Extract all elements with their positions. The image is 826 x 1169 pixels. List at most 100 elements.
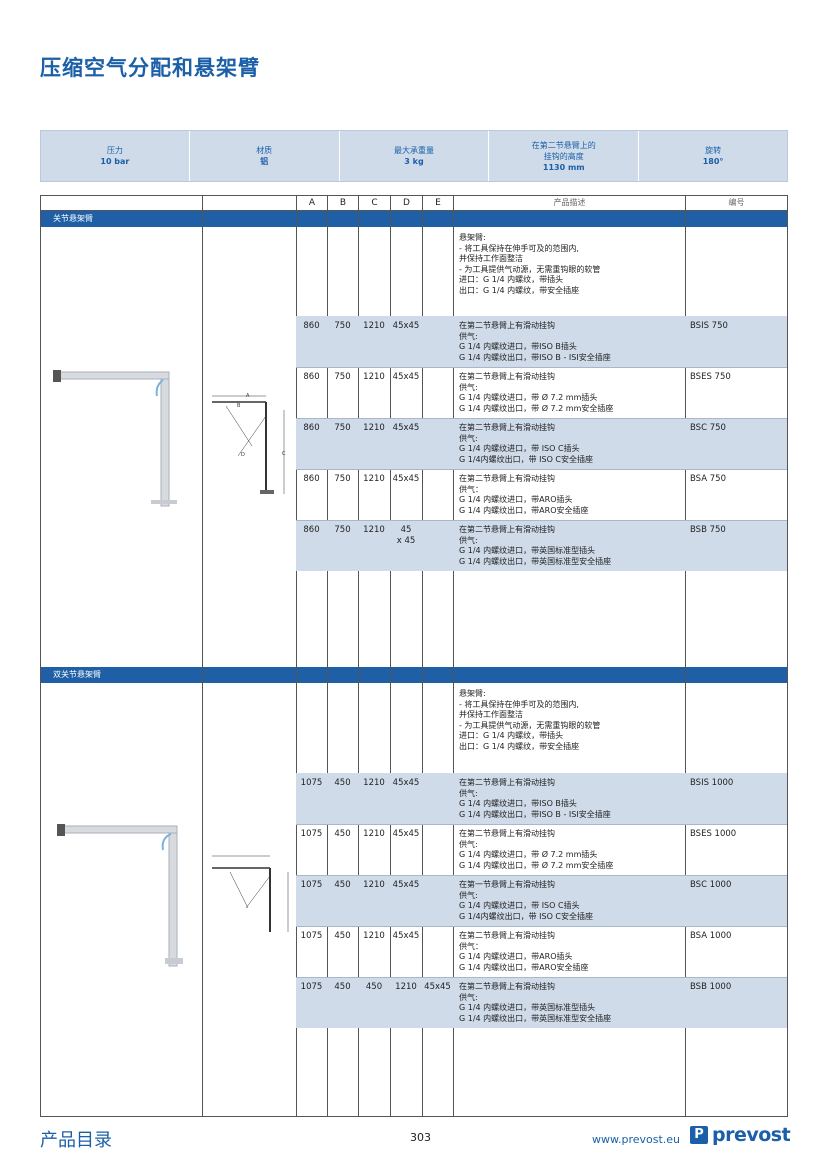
cell-a: 860 xyxy=(303,372,320,382)
cell-d: 45x45 xyxy=(392,321,420,331)
spec-max-load: 最大承重量 3 kg xyxy=(340,131,490,181)
cell-c: 1210 xyxy=(363,525,385,535)
cell-c: 1210 xyxy=(363,321,385,331)
product-code: BSES 1000 xyxy=(690,829,737,839)
column-divider xyxy=(685,211,686,1117)
cell-a: 1075 xyxy=(300,778,323,788)
cell-b: 750 xyxy=(334,525,351,535)
row-shade xyxy=(296,977,787,1028)
cell-a: 1075 xyxy=(300,829,323,839)
product-code: BSIS 750 xyxy=(690,321,728,331)
spec-hook-height: 在第二节悬臂上的 挂钩的高度 1130 mm xyxy=(489,131,640,181)
column-code: 编号 xyxy=(685,196,787,210)
cell-c: 1210 xyxy=(363,931,385,941)
cell-b: 450 xyxy=(334,880,351,890)
cell-a: 860 xyxy=(303,474,320,484)
column-b: B xyxy=(327,196,358,210)
column-c: C xyxy=(358,196,390,210)
column-a: A xyxy=(296,196,327,210)
row-separator xyxy=(296,977,787,978)
cell-a: 860 xyxy=(303,423,320,433)
product-code: BSA 750 xyxy=(690,474,726,484)
column-divider xyxy=(453,211,454,1117)
website-link[interactable]: www.prevost.eu xyxy=(592,1133,681,1146)
cell-a: 1075 xyxy=(300,982,323,992)
section-title: 双关节悬架臂 xyxy=(41,667,787,683)
general-description: 悬架臂:- 将工具保持在伸手可及的范围内,并保持工作面整洁- 为工具提供气动源，… xyxy=(459,689,601,751)
column-divider xyxy=(327,211,328,1117)
cell-d: 45x45 xyxy=(392,778,420,788)
cell-b: 750 xyxy=(334,321,351,331)
column-divider xyxy=(296,211,297,1117)
column-divider xyxy=(358,211,359,1117)
product-code: BSES 750 xyxy=(690,372,731,382)
column-description: 产品描述 xyxy=(453,196,685,210)
column-divider xyxy=(390,211,391,1117)
row-separator xyxy=(296,520,787,521)
cell-a: 860 xyxy=(303,321,320,331)
column-e: E xyxy=(422,196,453,210)
product-code: BSC 750 xyxy=(690,423,726,433)
cell-b: 750 xyxy=(334,423,351,433)
articulated-arm-diagram xyxy=(212,395,285,494)
cell-b: 450 xyxy=(334,982,351,992)
row-separator xyxy=(296,824,787,825)
cell-b: 750 xyxy=(334,474,351,484)
footer-title: 产品目录 xyxy=(40,1130,112,1151)
cell-d: 1210 xyxy=(395,982,417,992)
cell-e: 45x45 xyxy=(424,982,451,992)
cell-d: 45x45 xyxy=(392,829,420,839)
general-description: 悬架臂:- 将工具保持在伸手可及的范围内,并保持工作面整洁- 为工具提供气动源，… xyxy=(459,233,601,295)
double-articulated-arm-photo xyxy=(57,824,183,967)
spec-pressure: 压力 10 bar xyxy=(41,131,190,181)
cell-d: 45x45 xyxy=(392,880,420,890)
cell-a: 860 xyxy=(303,525,320,535)
cell-d: 45x45 xyxy=(392,931,420,941)
cell-c: 1210 xyxy=(363,474,385,484)
column-divider xyxy=(202,211,203,1117)
product-code: BSC 1000 xyxy=(690,880,732,890)
product-code: BSIS 1000 xyxy=(690,778,734,788)
row-shade xyxy=(296,418,787,469)
section-title: 关节悬架臂 xyxy=(41,211,787,227)
cell-d: 45x45 xyxy=(392,423,420,433)
row-separator xyxy=(296,875,787,876)
spec-material: 材质 铝 xyxy=(190,131,340,181)
row-separator xyxy=(296,926,787,927)
cell-a: 1075 xyxy=(300,880,323,890)
double-articulated-arm-diagram xyxy=(212,855,289,932)
row-shade xyxy=(296,875,787,926)
cell-c: 450 xyxy=(365,982,383,992)
row-separator xyxy=(296,418,787,419)
diagram-label: B xyxy=(237,403,241,409)
product-code: BSB 750 xyxy=(690,525,726,535)
cell-c: 1210 xyxy=(363,880,385,890)
row-shade xyxy=(296,316,787,367)
cell-c: 1210 xyxy=(363,372,385,382)
spec-bar: 压力 10 bar 材质 铝 最大承重量 3 kg 在第二节悬臂上的 挂钩的高度… xyxy=(40,130,788,182)
cell-d: 45x45 xyxy=(392,474,420,484)
diagram-label: A xyxy=(246,393,250,399)
spec-rotation: 旋转 180° xyxy=(702,146,724,166)
page-number: 303 xyxy=(410,1131,431,1144)
cell-b: 450 xyxy=(334,829,351,839)
product-code: BSB 1000 xyxy=(690,982,732,992)
product-table: A B C D E 产品描述 编号 关节悬架臂 双关节悬架臂 xyxy=(40,195,788,1117)
page-title: 压缩空气分配和悬架臂 xyxy=(40,56,260,80)
column-divider xyxy=(422,211,423,1117)
prevost-logo-icon: P xyxy=(690,1126,708,1144)
cell-d: 45 xyxy=(400,525,412,535)
cell-d-line2: x 45 xyxy=(396,536,416,546)
column-header-row: A B C D E 产品描述 编号 xyxy=(41,196,787,211)
row-separator xyxy=(296,367,787,368)
prevost-logo: P prevost xyxy=(690,1124,791,1146)
cell-c: 1210 xyxy=(363,778,385,788)
cell-d: 45x45 xyxy=(392,372,420,382)
